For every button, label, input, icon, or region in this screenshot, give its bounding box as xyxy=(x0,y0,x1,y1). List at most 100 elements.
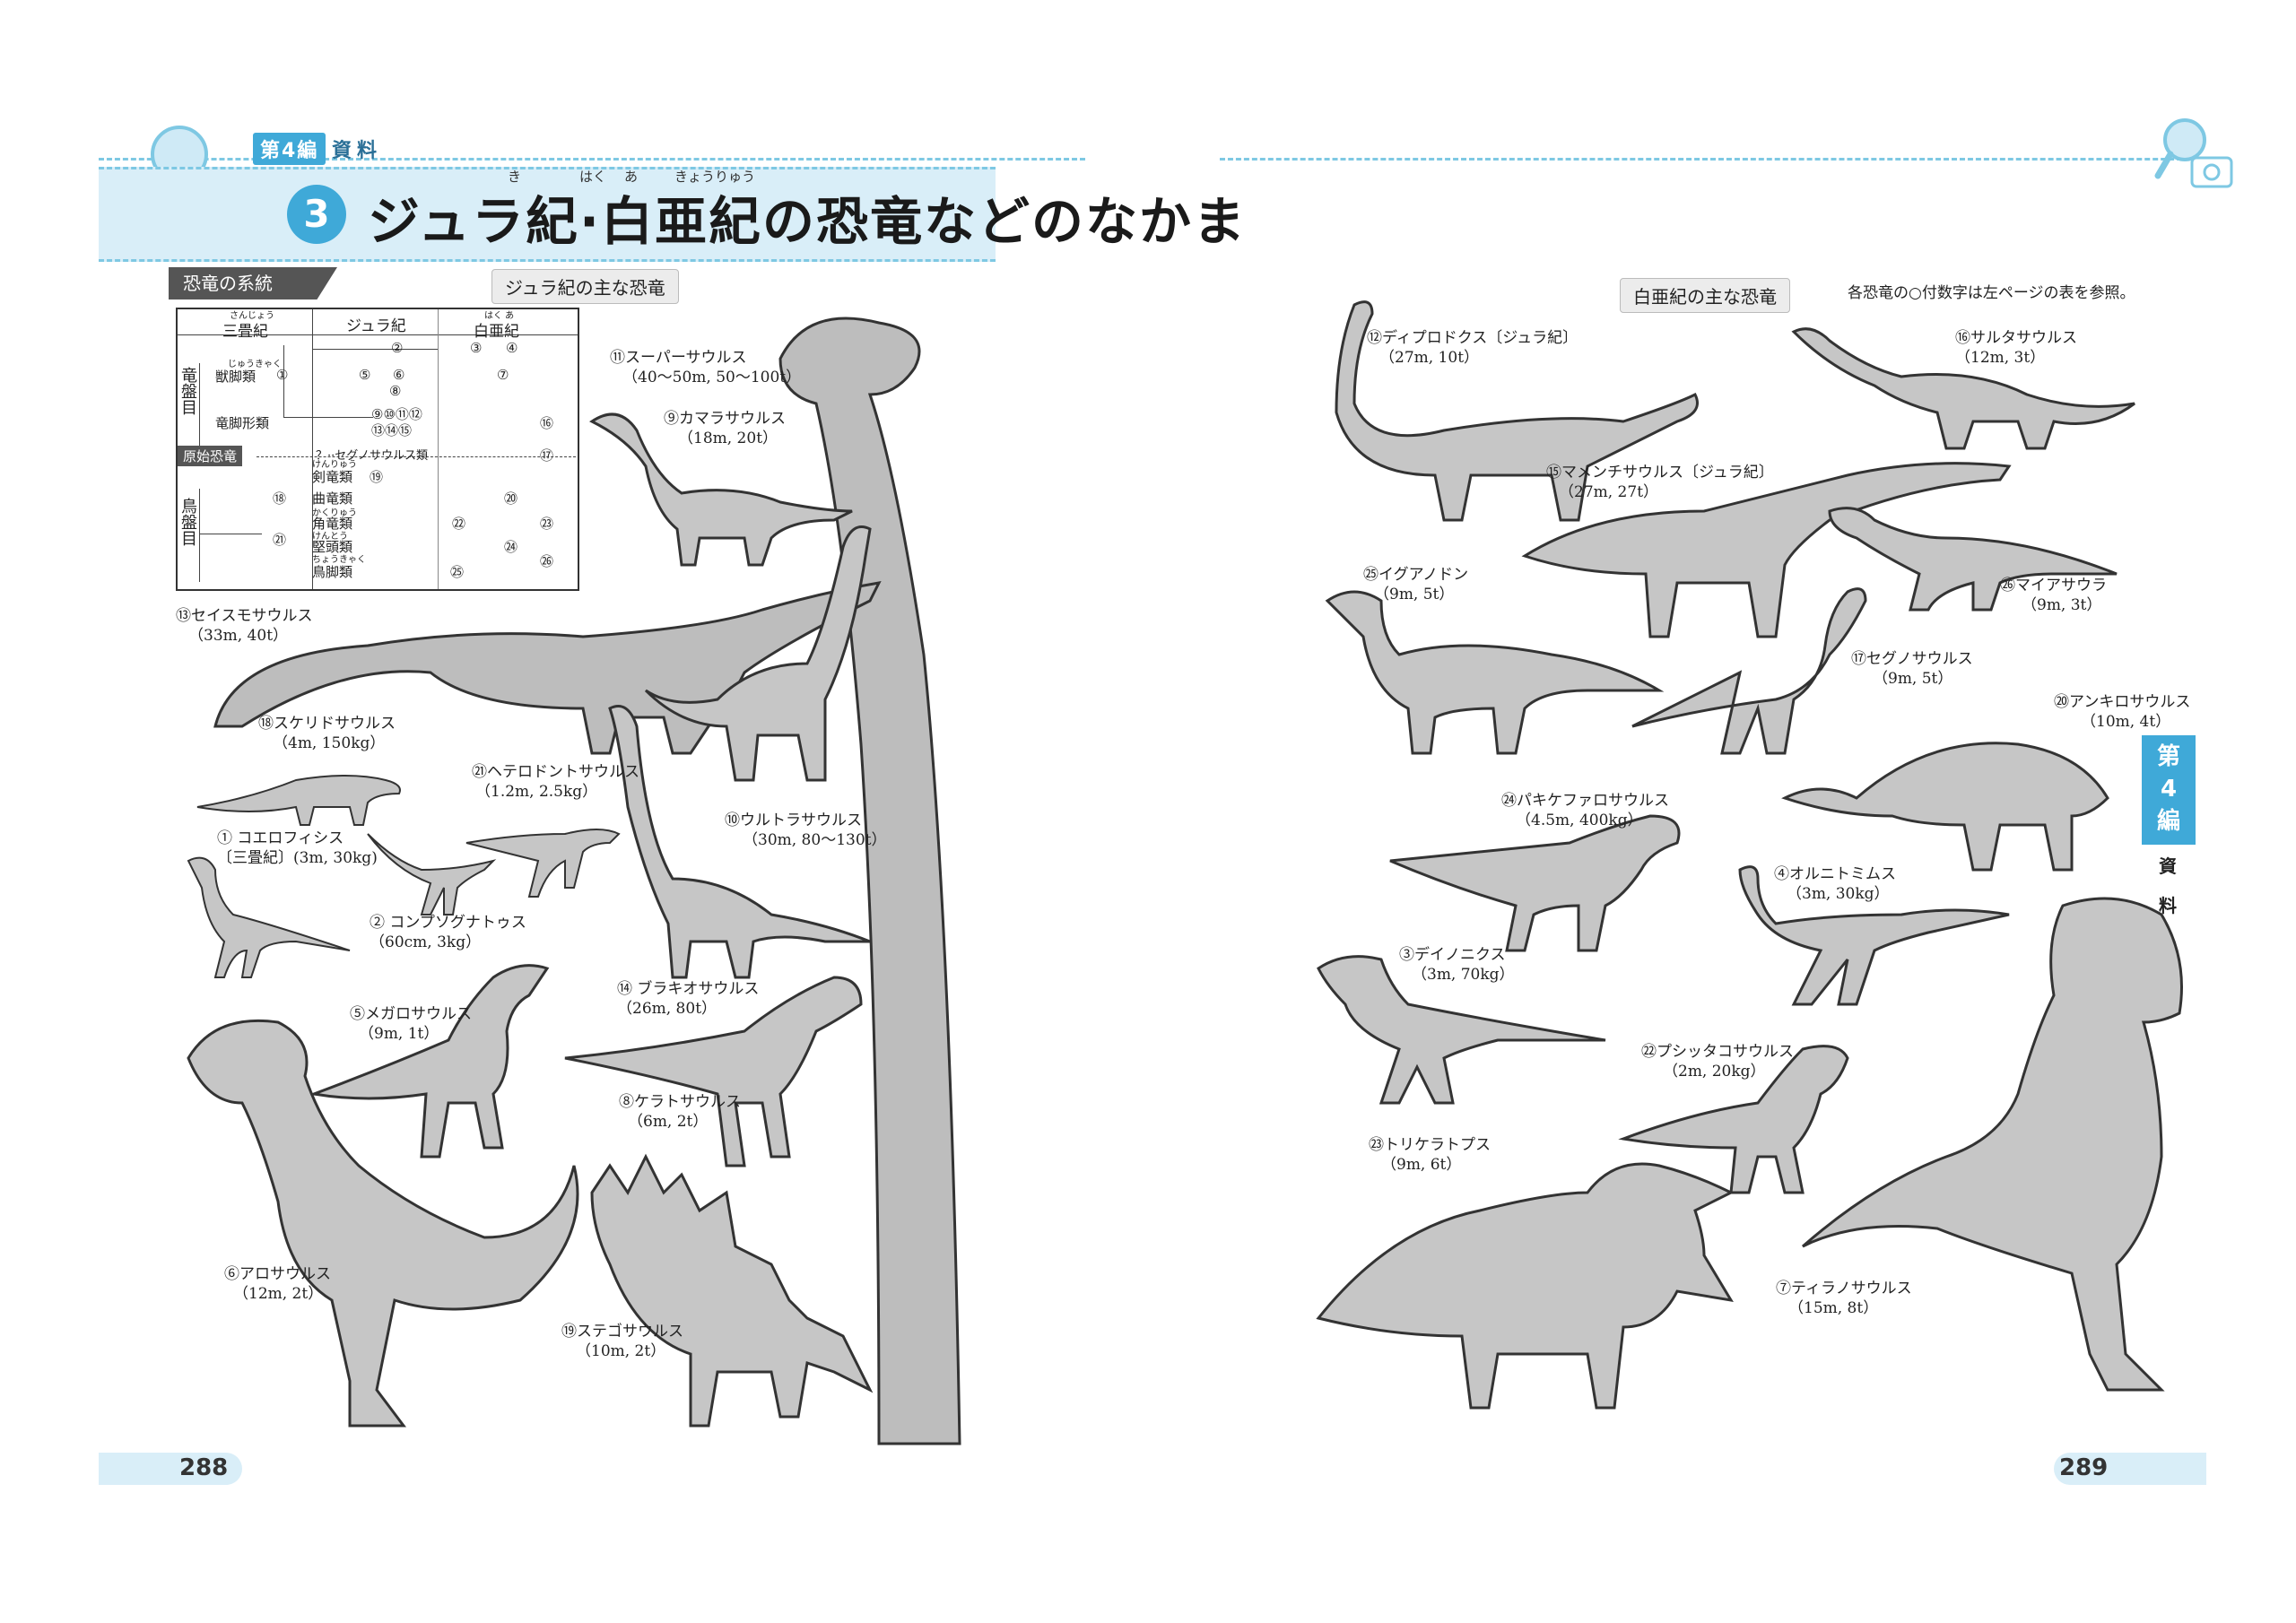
label-camarasaurus: ⑨カマラサウルス（18m, 20t） xyxy=(664,410,786,447)
clade-stegosauria: 剣竜類 xyxy=(312,469,353,485)
nodes-13-15: ⑬⑭⑮ xyxy=(371,422,413,438)
order-saurischia: 竜盤目 xyxy=(178,367,197,415)
label-seismosaurus: ⑬セイスモサウルス（33m, 40t） xyxy=(176,607,313,645)
right-page: 白亜紀の主な恐竜 各恐竜の○付数字は左ページの表を参照。 xyxy=(1148,0,2296,1623)
saltasaurus-illustration xyxy=(1791,327,2135,450)
label-coelophysis: ① コエロフィシス〔三畳紀〕(3m, 30kg) xyxy=(217,829,378,867)
label-ceratosaurus: ⑧ケラトサウルス（6m, 2t） xyxy=(619,1093,741,1131)
ruby-kyouryuu: きょうりゅう xyxy=(674,169,756,185)
label-psittacosaurus: ㉒プシッタコサウルス（2m, 20kg） xyxy=(1641,1043,1794,1081)
label-saltasaurus: ⑯サルタサウルス（12m, 3t） xyxy=(1955,329,2077,367)
ceratopsia-ruby: かくりゅう xyxy=(312,508,357,518)
ornithomimus-illustration xyxy=(1738,865,2010,1006)
label-diplodocus: ⑫ディプロドクス〔ジュラ紀〕（27m, 10t） xyxy=(1367,329,1578,367)
label-triceratops: ㉓トリケラトプス（9m, 6t） xyxy=(1369,1136,1491,1174)
node-23: ㉓ xyxy=(540,516,554,532)
coelophysis-illustration xyxy=(187,856,351,978)
title-banner xyxy=(99,167,996,262)
clade-sauropodomorpha: 竜脚形類 xyxy=(215,415,270,431)
label-heterodontosaurus: ㉑ヘテロドントサウルス（1.2m, 2.5kg） xyxy=(472,763,639,801)
order-ornithischia: 鳥盤目 xyxy=(178,498,197,546)
header-rule xyxy=(99,158,1085,161)
node-26: ㉖ xyxy=(540,553,554,569)
stegosauria-ruby: けんりゅう xyxy=(312,460,357,470)
label-allosaurus: ⑥アロサウルス（12m, 2t） xyxy=(224,1265,331,1303)
label-iguanodon: ㉕イグアノドン（9m, 5t） xyxy=(1363,566,1469,603)
node-6: ⑥ xyxy=(393,367,405,383)
magnifier-camera-icon-right xyxy=(2154,118,2233,188)
label-segnosaurus: ⑰セグノサウルス（9m, 5t） xyxy=(1851,650,1973,688)
col-jurassic: ジュラ紀 xyxy=(346,317,406,335)
chapter-number: 3 xyxy=(287,185,346,244)
node-25: ㉕ xyxy=(450,564,465,580)
node-2: ② xyxy=(391,340,404,356)
megalosaurus-illustration xyxy=(309,964,550,1159)
ceratosaurus-illustration xyxy=(564,976,863,1167)
iguanodon-illustration xyxy=(1325,590,1665,755)
part-badge: 第4編 xyxy=(253,133,326,165)
allosaurus-illustration xyxy=(187,1019,579,1428)
label-supersaurus: ⑪スーパーサウルス（40～50m, 50～100t） xyxy=(610,349,802,386)
label-maiasaura: ㉖マイアサウラ（9m, 3t） xyxy=(2000,577,2107,614)
label-brachiosaurus: ⑭ ブラキオサウルス（26m, 80t） xyxy=(617,980,760,1018)
side-tab: 第4編 xyxy=(2142,735,2196,845)
primitive-dinosaurs: 原始恐竜 xyxy=(178,446,243,466)
pachycephalosauria-ruby: けんとう xyxy=(312,532,348,542)
phylogeny-table: さんじょう 三畳紀 ジュラ紀 はく あ 白亜紀 竜盤目 鳥盤目 じゅうきゃく 獣… xyxy=(176,308,579,591)
label-ornithomimus: ④オルニトミムス（3m, 30kg） xyxy=(1774,865,1896,903)
page-number-right: 289 xyxy=(2059,1454,2109,1481)
diplodocus-illustration xyxy=(1335,300,1699,522)
scelidosaurus-illustration xyxy=(196,775,401,826)
deinonychus-illustration xyxy=(1317,955,1606,1105)
node-1: ① xyxy=(276,367,289,383)
ornithopods-ruby: ちょうきゃく xyxy=(312,555,366,565)
jurassic-section-label: ジュラ紀の主な恐竜 xyxy=(491,269,679,304)
heterodontosaurus-illustration xyxy=(465,829,621,898)
footer-bar-right xyxy=(2054,1453,2206,1485)
nodes-9-12: ⑨⑩⑪⑫ xyxy=(371,406,422,422)
node-4: ④ xyxy=(506,340,518,356)
node-8: ⑧ xyxy=(389,383,402,399)
label-stegosaurus: ⑲ステゴサウルス（10m, 2t） xyxy=(561,1323,683,1360)
cretaceous-ruby: はく あ xyxy=(484,311,515,321)
node-20: ⑳ xyxy=(504,490,518,507)
clade-ceratopsia: 角竜類 xyxy=(312,516,353,532)
label-megalosaurus: ⑤メガロサウルス（9m, 1t） xyxy=(350,1005,472,1043)
label-tyrannosaurus: ⑦ティラノサウルス（15m, 8t） xyxy=(1776,1280,1912,1317)
cretaceous-section-label: 白亜紀の主な恐竜 xyxy=(1620,278,1790,313)
mamenchisaurus-illustration xyxy=(1521,462,2012,638)
node-22: ㉒ xyxy=(452,516,466,532)
node-18: ⑱ xyxy=(273,490,287,507)
triceratops-illustration xyxy=(1316,1162,1735,1410)
page-number-left: 288 xyxy=(179,1454,229,1481)
chapter-title: ジュラ紀·白亜紀の恐竜などのなかま xyxy=(368,191,1247,252)
label-pachycephalosaurus: ㉔パキケファロサウルス（4.5m, 400kg） xyxy=(1501,792,1669,829)
segnosaurus-illustration xyxy=(1631,587,1867,755)
system-tab: 恐竜の系統 xyxy=(169,267,337,299)
left-page: 第4編 資料 3 き はく あ きょうりゅう ジュラ紀·白亜紀の恐竜などのなかま… xyxy=(99,126,1245,1485)
label-ultrasaurus: ⑩ウルトラサウルス（30m, 80～130t） xyxy=(725,812,887,849)
node-24: ㉔ xyxy=(504,539,518,555)
label-mamenchisaurus: ⑮マメンチサウルス〔ジュラ紀〕（27m, 27t） xyxy=(1546,464,1774,501)
compsognathus-illustration xyxy=(367,833,497,916)
header-rule-right xyxy=(1220,158,2206,161)
clade-ankylosauria: 曲竜類 xyxy=(312,490,353,507)
ruby-ki: き xyxy=(508,169,522,185)
label-compsognathus: ② コンプソグナトゥス（60cm, 3kg） xyxy=(370,914,526,951)
node-5: ⑤ xyxy=(359,367,371,383)
clade-theropoda: 獣脚類 xyxy=(215,369,257,385)
label-ankylosaurus: ⑳アンキロサウルス（10m, 4t） xyxy=(2054,693,2191,731)
ankylosaurus-illustration xyxy=(1781,742,2109,872)
part-label: 資料 xyxy=(332,140,383,162)
brachiosaurus-illustration xyxy=(608,705,871,979)
footer-bar-left xyxy=(99,1453,242,1485)
clade-ornithopoda: 鳥脚類 xyxy=(312,564,353,580)
side-text: 資料 xyxy=(2159,855,2177,916)
tyrannosaurus-illustration xyxy=(1802,897,2183,1392)
ruby-haku: はく xyxy=(579,169,607,185)
node-21: ㉑ xyxy=(273,532,287,548)
clade-segnosauria: ？··セグノサウルス類 xyxy=(316,449,429,463)
col-triassic: 三畳紀 xyxy=(222,323,268,341)
node-17: ⑰ xyxy=(540,447,554,464)
reference-note: 各恐竜の○付数字は左ページの表を参照。 xyxy=(1848,284,2135,302)
